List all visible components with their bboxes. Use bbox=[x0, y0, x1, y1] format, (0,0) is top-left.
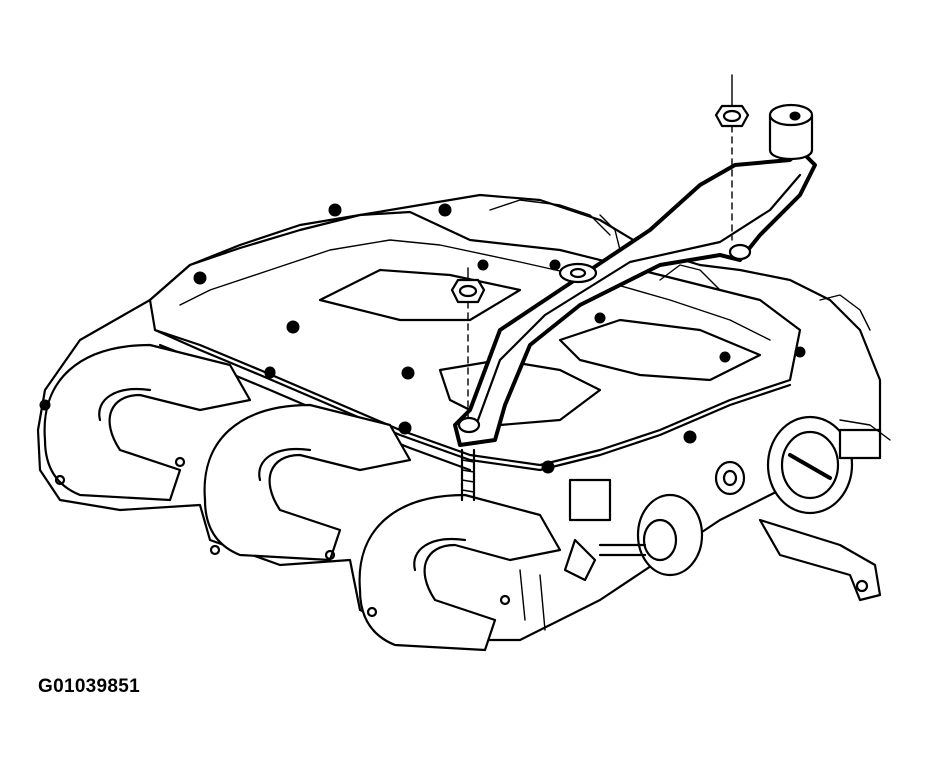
intake-runners bbox=[43, 343, 562, 652]
bracket-fasteners bbox=[450, 74, 750, 502]
bolt-icon bbox=[794, 346, 806, 358]
throttle-body bbox=[758, 415, 882, 602]
idle-air-control bbox=[563, 478, 704, 582]
bolt-icon bbox=[286, 320, 300, 334]
bolt-icon bbox=[193, 271, 207, 285]
nut-icon bbox=[450, 278, 486, 304]
vacuum-fitting bbox=[714, 460, 746, 496]
bolt-icon bbox=[719, 351, 731, 363]
bolt-icon bbox=[541, 460, 555, 474]
bolt-icon bbox=[549, 259, 561, 271]
bolt-icon bbox=[398, 421, 412, 435]
support-bracket bbox=[453, 103, 817, 447]
bolt-icon bbox=[328, 203, 342, 217]
bolt-icon bbox=[401, 366, 415, 380]
nut-icon bbox=[714, 104, 750, 128]
plate-bolts bbox=[193, 203, 806, 474]
bolt-icon bbox=[594, 312, 606, 324]
figure-id-label: G01039851 bbox=[38, 676, 141, 697]
bolt-icon bbox=[683, 430, 697, 444]
bolt-icon bbox=[438, 203, 452, 217]
casting-details bbox=[39, 199, 891, 631]
stud-icon bbox=[477, 259, 489, 271]
